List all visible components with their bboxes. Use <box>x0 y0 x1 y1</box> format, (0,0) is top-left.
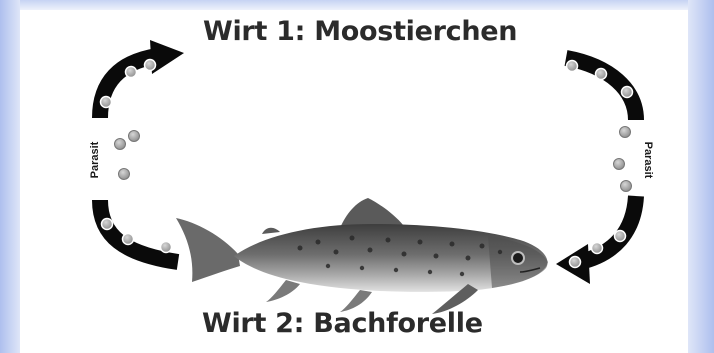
spores-free-left <box>115 131 140 180</box>
parasit-label-right: Parasit <box>642 142 654 179</box>
host-2-title: Wirt 2: Bachforelle <box>202 308 483 339</box>
host-1-title: Wirt 1: Moostierchen <box>203 16 517 47</box>
spores-free-right <box>614 127 632 192</box>
arrow-left-upper <box>100 40 184 118</box>
trout-image <box>176 198 548 314</box>
parasit-label-left: Parasit <box>89 141 101 178</box>
